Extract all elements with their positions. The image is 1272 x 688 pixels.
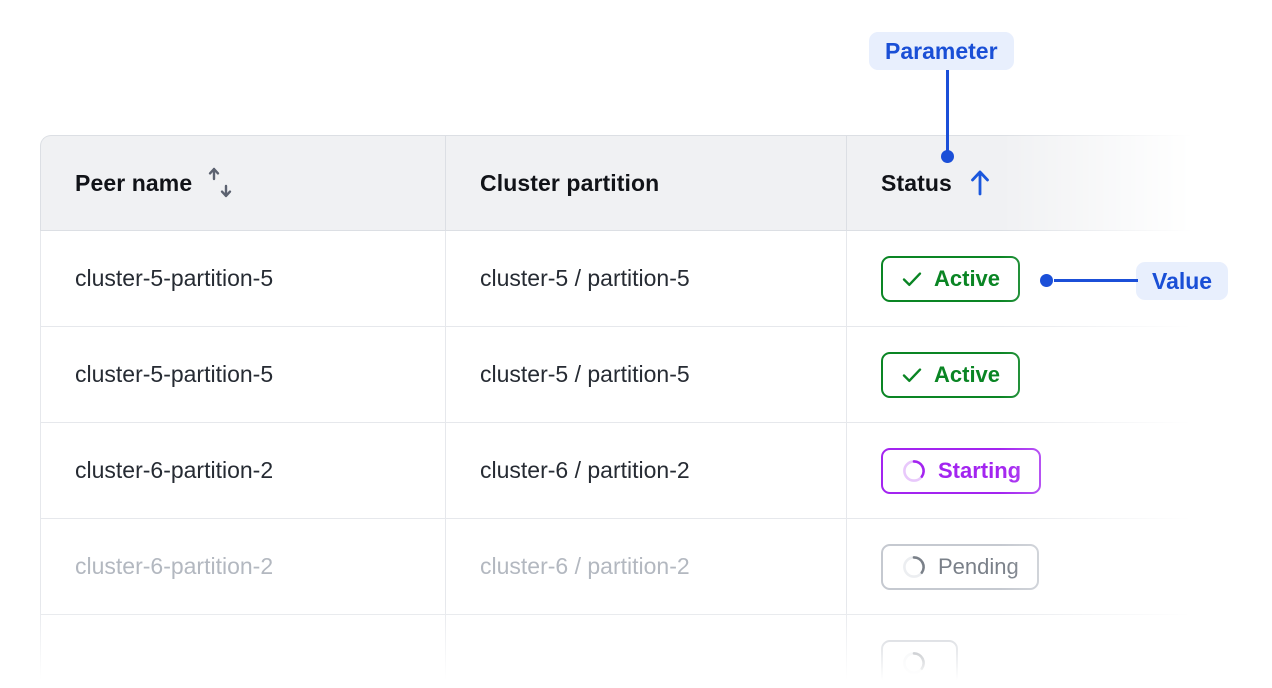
table-header: Peer name Cluster partition	[40, 135, 1240, 231]
annotation-dot-value	[1040, 274, 1053, 287]
peers-table: Peer name Cluster partition	[40, 135, 1240, 688]
column-header-cluster-partition-label: Cluster partition	[480, 169, 660, 196]
cell-peer-name: cluster-6-partition-2	[40, 519, 445, 615]
check-icon	[901, 364, 923, 386]
status-badge-active[interactable]: Active	[881, 351, 1021, 398]
cell-peer-name	[40, 615, 445, 688]
cell-peer-name: cluster-6-partition-2	[40, 423, 445, 519]
annotation-dot-parameter	[941, 150, 954, 163]
status-badge-label: Starting	[938, 457, 1022, 483]
status-badge-pending[interactable]	[881, 639, 958, 686]
status-badge-active[interactable]: Active	[881, 255, 1021, 302]
cell-cluster-partition: cluster-6 / partition-2	[445, 423, 846, 519]
spinner-icon	[901, 554, 927, 580]
spinner-icon	[901, 650, 927, 676]
sort-ascending-arrow-icon[interactable]	[966, 168, 994, 198]
cell-peer-name: cluster-5-partition-5	[40, 327, 445, 423]
status-badge-starting[interactable]: Starting	[881, 447, 1042, 494]
table-body: cluster-5-partition-5 cluster-5 / partit…	[40, 231, 1240, 688]
column-header-cluster-partition[interactable]: Cluster partition	[445, 135, 846, 231]
sort-both-arrows-icon[interactable]	[206, 166, 236, 200]
annotation-connector-value	[1054, 279, 1138, 282]
annotation-pill-value: Value	[1136, 262, 1229, 300]
cell-status: Pending	[846, 519, 1240, 615]
column-header-status-label: Status	[881, 169, 952, 196]
cell-status	[846, 615, 1240, 688]
status-badge-label: Active	[934, 265, 1001, 291]
cell-cluster-partition: cluster-5 / partition-5	[445, 231, 846, 327]
table-row[interactable]: cluster-5-partition-5 cluster-5 / partit…	[40, 231, 1240, 327]
status-badge-label: Pending	[938, 553, 1019, 579]
cell-peer-name: cluster-5-partition-5	[40, 231, 445, 327]
cell-cluster-partition: cluster-5 / partition-5	[445, 327, 846, 423]
table-header-row: Peer name Cluster partition	[40, 135, 1240, 231]
status-badge-pending[interactable]: Pending	[881, 543, 1039, 590]
table-row[interactable]: cluster-5-partition-5 cluster-5 / partit…	[40, 327, 1240, 423]
cell-cluster-partition	[445, 615, 846, 688]
spinner-icon	[901, 458, 927, 484]
annotation-connector-parameter	[946, 70, 949, 156]
cell-status: Starting	[846, 423, 1240, 519]
column-header-status[interactable]: Status	[846, 135, 1240, 231]
table-row[interactable]	[40, 615, 1240, 688]
table-row[interactable]: cluster-6-partition-2 cluster-6 / partit…	[40, 519, 1240, 615]
check-icon	[901, 268, 923, 290]
peers-table-container: Peer name Cluster partition	[40, 135, 1240, 688]
annotation-pill-parameter: Parameter	[869, 32, 1014, 70]
cell-status: Active	[846, 327, 1240, 423]
table-row[interactable]: cluster-6-partition-2 cluster-6 / partit…	[40, 423, 1240, 519]
column-header-peer-name-label: Peer name	[75, 169, 193, 196]
column-header-peer-name[interactable]: Peer name	[40, 135, 445, 231]
cell-cluster-partition: cluster-6 / partition-2	[445, 519, 846, 615]
status-badge-label: Active	[934, 361, 1001, 387]
